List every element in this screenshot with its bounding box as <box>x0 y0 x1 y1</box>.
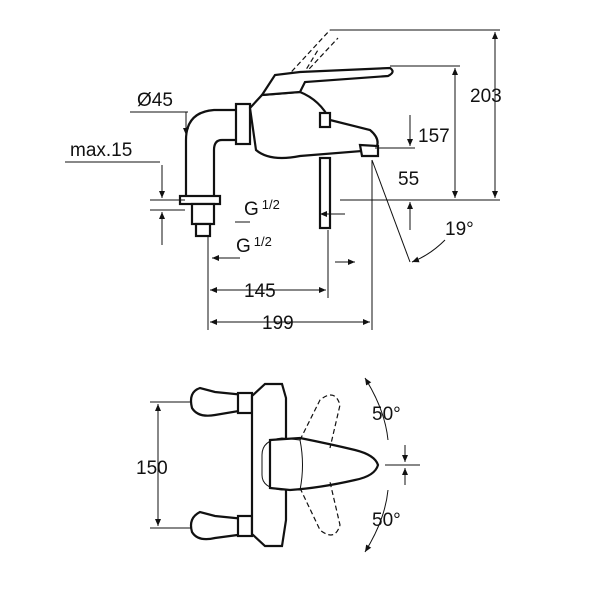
max-depth-label: max.15 <box>70 140 132 161</box>
angle-label: 19° <box>445 219 474 240</box>
angle-lower-label: 50° <box>372 510 401 531</box>
top-view <box>150 377 420 553</box>
height-lever-label: 157 <box>418 126 450 147</box>
height-spout-label: 55 <box>398 169 419 190</box>
angle-upper-label: 50° <box>372 404 401 425</box>
side-view <box>65 29 500 330</box>
projection-199-label: 199 <box>262 313 294 334</box>
projection-145-label: 145 <box>244 281 276 302</box>
height-total-label: 203 <box>470 86 502 107</box>
diameter-label: Ø45 <box>137 90 173 111</box>
centers-label: 150 <box>136 458 168 479</box>
